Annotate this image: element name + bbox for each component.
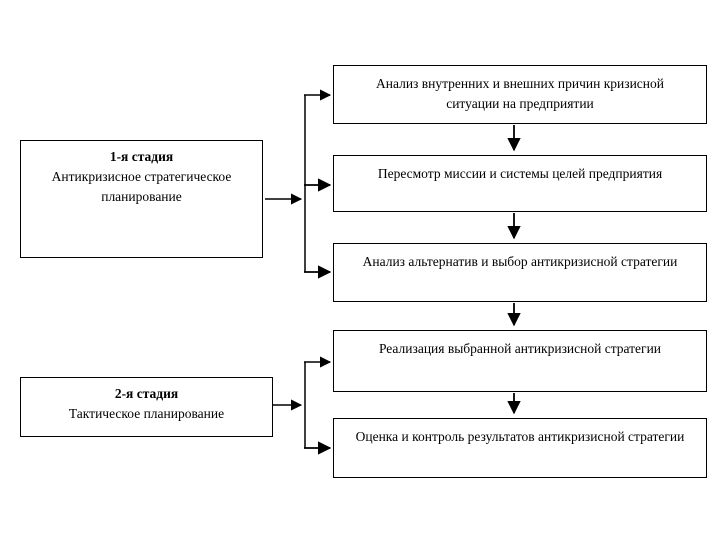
step-4-label: Реализация выбранной антикризисной страт… [378, 341, 662, 356]
step-box-results-evaluation-control: Оценка и контроль результатов антикризис… [333, 418, 707, 478]
stage-1-title: 1-я стадия [109, 149, 174, 164]
step-box-mission-goals-revision: Пересмотр миссии и системы целей предпри… [333, 155, 707, 212]
stage-1-subtitle: Антикризисное стратегическое планировани… [51, 169, 232, 204]
stage-2-subtitle: Тактическое планирование [68, 406, 225, 421]
stage-box-1: 1-я стадия Антикризисное стратегическое … [20, 140, 263, 258]
step-box-crisis-causes-analysis: Анализ внутренних и внешних причин кризи… [333, 65, 707, 124]
stage-2-title: 2-я стадия [114, 386, 179, 401]
step-5-label: Оценка и контроль результатов антикризис… [355, 429, 685, 444]
step-2-label: Пересмотр миссии и системы целей предпри… [377, 166, 663, 181]
step-1-label: Анализ внутренних и внешних причин кризи… [376, 76, 664, 111]
step-box-strategy-implementation: Реализация выбранной антикризисной страт… [333, 330, 707, 392]
step-box-alternatives-strategy-choice: Анализ альтернатив и выбор антикризисной… [333, 243, 707, 302]
stage-box-2: 2-я стадия Тактическое планирование [20, 377, 273, 437]
step-3-label: Анализ альтернатив и выбор антикризисной… [362, 254, 678, 269]
